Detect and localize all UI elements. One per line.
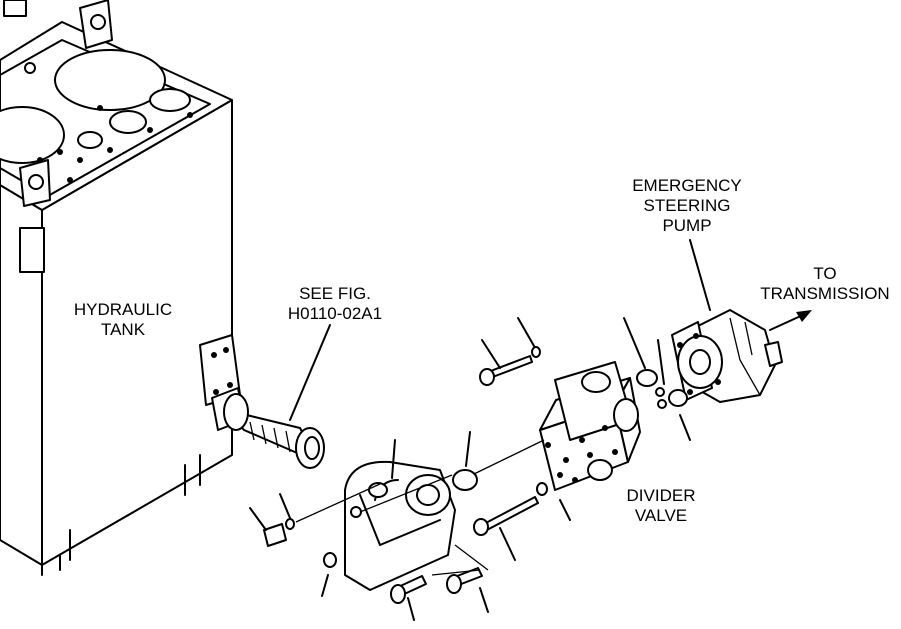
tank-port-3 [77, 131, 103, 149]
suction-hose [223, 393, 325, 469]
emergency-steering-pump [671, 309, 783, 403]
washer-valve-lower [536, 482, 548, 496]
washer-adapter-left [285, 518, 295, 530]
capscrew-valve-upper [479, 346, 541, 386]
leader-pump [689, 239, 711, 311]
label-to-transmission: TO TRANSMISSION [760, 264, 890, 303]
oring-pump-4 [657, 399, 667, 409]
hydraulic-tank [0, 0, 245, 576]
tank-port-2 [149, 88, 191, 112]
capscrew-adapter-bottom-1 [390, 575, 427, 604]
nut-adapter [323, 552, 337, 568]
tank-legs [41, 454, 201, 576]
oring-pump-2 [668, 389, 688, 407]
label-emergency-steering-pump: EMERGENCY STEERING PUMP [632, 176, 742, 235]
tank-sight-fitting [19, 227, 45, 273]
capscrew-adapter-left [263, 518, 295, 547]
label-hydraulic-tank: HYDRAULIC TANK [73, 300, 173, 339]
leader-lines [249, 239, 711, 621]
tank-filter-port [0, 106, 65, 164]
washer-valve-upper [531, 346, 541, 358]
divider-valve [539, 361, 641, 491]
tank-large-port [54, 49, 166, 111]
oring-pump-3 [655, 387, 665, 397]
label-divider-valve: DIVIDER VALVE [626, 486, 696, 525]
leader-see-fig [289, 324, 331, 421]
valve-port-right [613, 398, 639, 432]
capscrew-valve-lower [473, 482, 548, 536]
oring-valve-inlet [452, 469, 478, 491]
label-see-fig: SEE FIG. H0110-02A1 [287, 284, 383, 323]
transmission-arrow [769, 310, 812, 331]
hose-end-tank [223, 393, 249, 431]
tank-small-port [109, 110, 147, 134]
tank-breather [3, 0, 27, 17]
suction-adapter [344, 460, 456, 591]
oring-pump-1 [636, 369, 658, 387]
